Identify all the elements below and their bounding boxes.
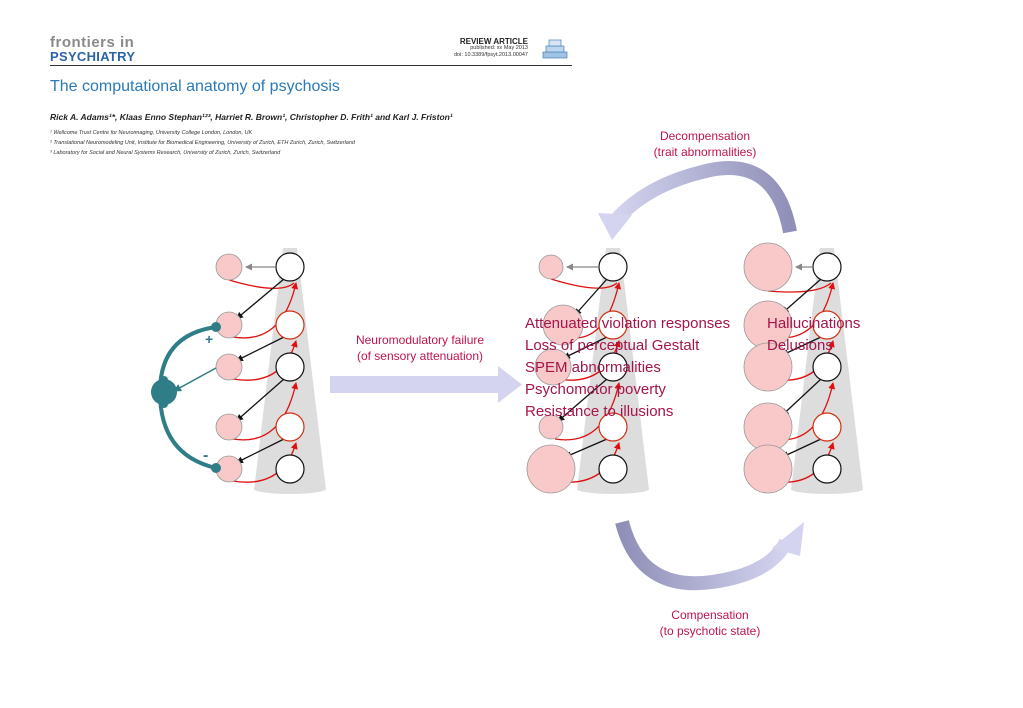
journal-name-line1: frontiers in [50, 34, 135, 51]
prediction-error-node [215, 253, 243, 281]
prediction-error-node [743, 402, 793, 452]
expectation-node [598, 454, 628, 484]
prediction-error-node [743, 444, 793, 494]
prediction-error-node [534, 348, 572, 386]
expectation-node [598, 252, 628, 282]
author-list: Rick A. Adams¹*, Klaas Enno Stephan¹²³, … [50, 112, 453, 122]
decompensation-label: Decompensation (trait abnormalities) [630, 128, 780, 160]
symptom-item: Loss of perceptual Gestalt [525, 337, 700, 354]
neuromodulation-loop [151, 322, 221, 473]
neuromodulatory-arrow [330, 366, 522, 403]
prediction-error-node [542, 304, 584, 346]
journal-logo: frontiers in PSYCHIATRY [50, 34, 136, 64]
red-connection [232, 382, 299, 441]
black-connection [781, 378, 822, 416]
black-connection [235, 336, 285, 362]
prediction-error-node [526, 444, 576, 494]
affiliation-1: ¹ Wellcome Trust Centre for Neuroimaging… [50, 130, 253, 136]
neuromodulatory-title: Neuromodulatory failure [355, 333, 485, 347]
symptom-item: Delusions [767, 337, 833, 354]
journal-stack-icon [542, 39, 568, 59]
article-meta: REVIEW ARTICLE published: xx May 2013 do… [380, 38, 528, 59]
affiliation-2: ² Translational Neuromodeling Unit, Inst… [50, 140, 355, 146]
expectation-node [598, 310, 628, 340]
expectation-node [275, 310, 305, 340]
symptoms-list-mid: Attenuated violation responses Loss of p… [525, 313, 730, 423]
minus-sign: - [203, 447, 209, 464]
decompensation-arrow [598, 161, 797, 240]
network-normal [215, 248, 326, 494]
neuromodulatory-subtitle: (of sensory attenuation) [356, 349, 484, 363]
black-connection [564, 438, 608, 458]
article-title: The computational anatomy of psychosis [50, 78, 340, 95]
decompensation-title: Decompensation [659, 129, 751, 143]
expectation-node [812, 252, 842, 282]
network-psychotic [743, 242, 863, 494]
header-divider [50, 65, 572, 66]
red-connection [228, 279, 295, 289]
red-connection [554, 382, 622, 441]
expectation-node [598, 412, 628, 442]
expectation-node [598, 352, 628, 382]
expectation-node [275, 412, 305, 442]
red-connection [550, 278, 618, 289]
prediction-error-node [538, 414, 564, 440]
red-connection [556, 340, 621, 381]
symptom-item: Resistance to illusions [525, 403, 674, 420]
expectation-node [275, 252, 305, 282]
compensation-title: Compensation [671, 608, 749, 622]
decompensation-subtitle: (trait abnormalities) [653, 145, 757, 159]
cone-base [577, 484, 649, 494]
compensation-label: Compensation (to psychotic state) [630, 607, 790, 639]
expectation-node [812, 454, 842, 484]
symptom-item: SPEM abnormalities [525, 359, 661, 376]
prediction-error-node [743, 342, 793, 392]
affiliation-3: ³ Laboratory for Social and Neural Syste… [50, 150, 281, 156]
expectation-node [275, 454, 305, 484]
compensation-arrow [615, 520, 804, 591]
journal-name-line2: PSYCHIATRY [50, 49, 136, 64]
symptom-item: Psychomotor poverty [525, 381, 666, 398]
black-connection [562, 336, 608, 359]
prediction-error-node [215, 413, 243, 441]
black-connection [235, 438, 285, 464]
cone-base [791, 484, 863, 494]
teal-hub [151, 379, 177, 405]
plus-sign: + [205, 331, 214, 347]
black-connection [574, 278, 608, 316]
prediction-error-node [743, 242, 793, 292]
teal-node-bottom [211, 463, 221, 473]
black-connection [781, 278, 822, 314]
black-connection [236, 378, 285, 422]
expectation-node [812, 310, 842, 340]
neuromodulatory-label: Neuromodulatory failure (of sensory atte… [340, 332, 500, 364]
cone-base [254, 484, 326, 494]
published-date: published: xx May 2013 [470, 45, 528, 51]
prediction-error-node [215, 353, 243, 381]
doi: doi: 10.3389/fpsyt.2013.00047 [453, 52, 528, 58]
symptoms-list-right: Hallucinations Delusions [767, 313, 860, 357]
red-connection [232, 442, 298, 483]
symptom-item: Attenuated violation responses [525, 315, 731, 332]
network-trait [526, 248, 649, 494]
symptom-item: Hallucinations [767, 315, 861, 332]
black-connection [781, 336, 822, 356]
expectation-node [275, 352, 305, 382]
article-type: REVIEW ARTICLE [459, 37, 528, 46]
expectation-node [812, 352, 842, 382]
red-connection [232, 340, 298, 381]
compensation-subtitle: (to psychotic state) [659, 624, 761, 638]
prediction-error-node [538, 254, 564, 280]
black-connection [557, 378, 608, 422]
red-connection [232, 282, 299, 339]
black-connection [781, 438, 822, 458]
expectation-node [812, 412, 842, 442]
black-connection [236, 278, 285, 320]
teal-node-top [211, 322, 221, 332]
